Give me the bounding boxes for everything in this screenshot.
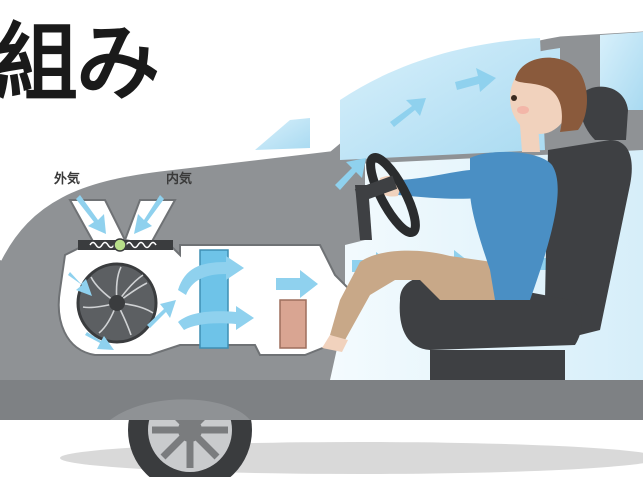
diagram-title: 組み [0, 0, 158, 117]
recirculated-air-label: 内気 [166, 168, 192, 187]
heater-core [280, 300, 306, 348]
quarter-glass [255, 118, 310, 150]
damper-pivot [114, 239, 126, 251]
outside-air-label: 外気 [54, 168, 80, 187]
blower-fan [78, 264, 156, 342]
car-sill [0, 380, 643, 420]
